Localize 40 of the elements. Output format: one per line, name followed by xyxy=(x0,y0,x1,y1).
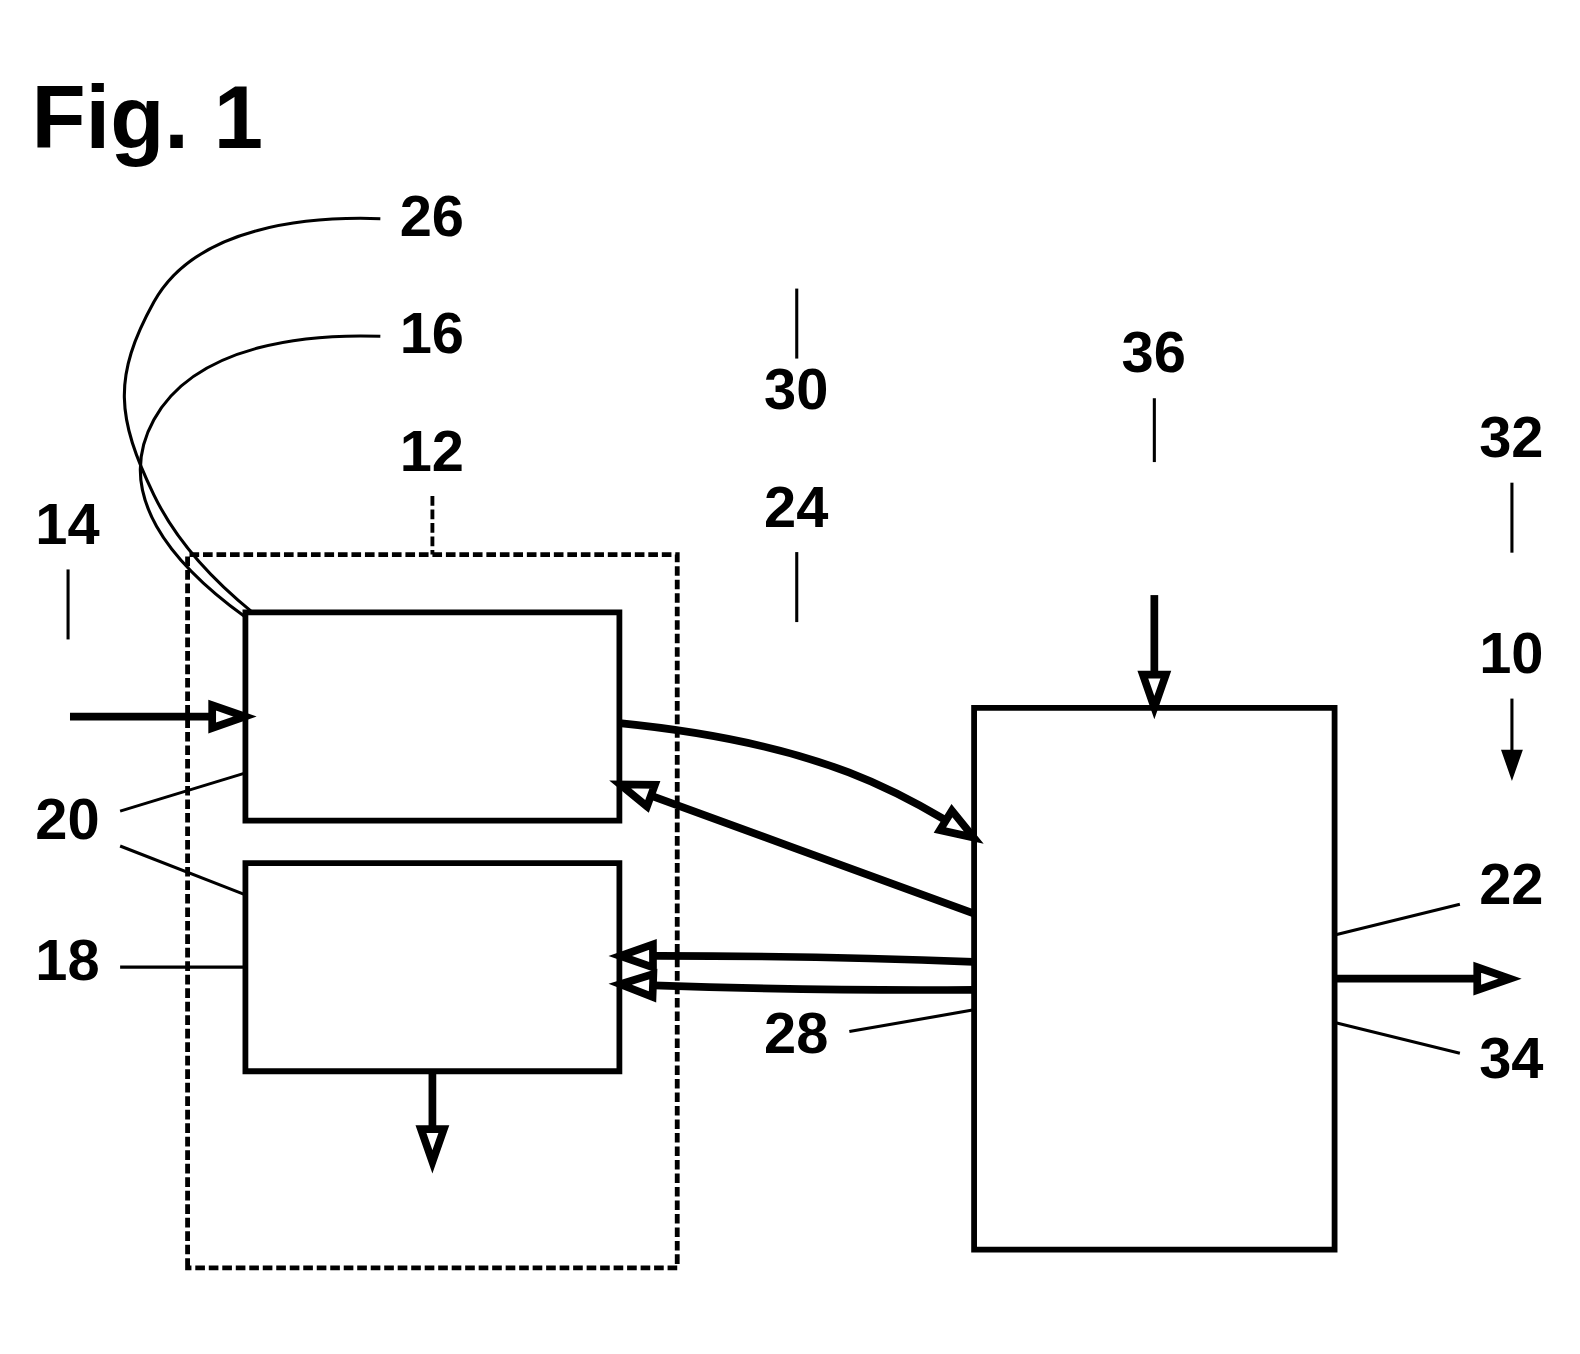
node-text: 10 xyxy=(1479,620,1544,685)
connector xyxy=(1334,902,1461,936)
connector xyxy=(66,568,70,639)
arrow xyxy=(608,968,974,1002)
node-text: 14 xyxy=(35,491,100,556)
arrow xyxy=(1501,698,1523,781)
node-box xyxy=(971,704,1338,1252)
connector xyxy=(795,551,799,622)
cluster xyxy=(185,551,680,1270)
node-text: 22 xyxy=(1479,851,1544,916)
connector xyxy=(1510,482,1514,553)
connector xyxy=(849,1007,975,1033)
node-text: 16 xyxy=(399,300,464,365)
node-text: 30 xyxy=(763,356,829,421)
arrow xyxy=(415,1070,450,1173)
node-text: 36 xyxy=(1121,319,1186,384)
node-text: 26 xyxy=(399,183,464,248)
node-text: 20 xyxy=(35,786,100,851)
arrow xyxy=(1334,961,1522,996)
arrow xyxy=(609,779,975,917)
arrow xyxy=(608,938,974,973)
connector xyxy=(120,965,245,969)
connector xyxy=(119,771,246,813)
node-text: 32 xyxy=(1479,404,1544,469)
connector xyxy=(795,288,799,359)
diagram-title: Fig. 1 xyxy=(31,67,263,167)
node-box xyxy=(242,859,623,1074)
node-text: 28 xyxy=(763,1000,829,1065)
node-text: 34 xyxy=(1479,1025,1544,1090)
connector xyxy=(119,844,246,896)
connector xyxy=(139,333,381,618)
connector xyxy=(1152,397,1156,462)
node-box xyxy=(242,609,623,823)
node-text: 18 xyxy=(35,927,100,992)
connector xyxy=(122,216,381,614)
connector xyxy=(1334,1020,1461,1055)
node-text: 24 xyxy=(763,474,829,539)
arrow xyxy=(619,718,984,844)
node-text: 12 xyxy=(399,418,464,483)
connector xyxy=(430,495,435,555)
